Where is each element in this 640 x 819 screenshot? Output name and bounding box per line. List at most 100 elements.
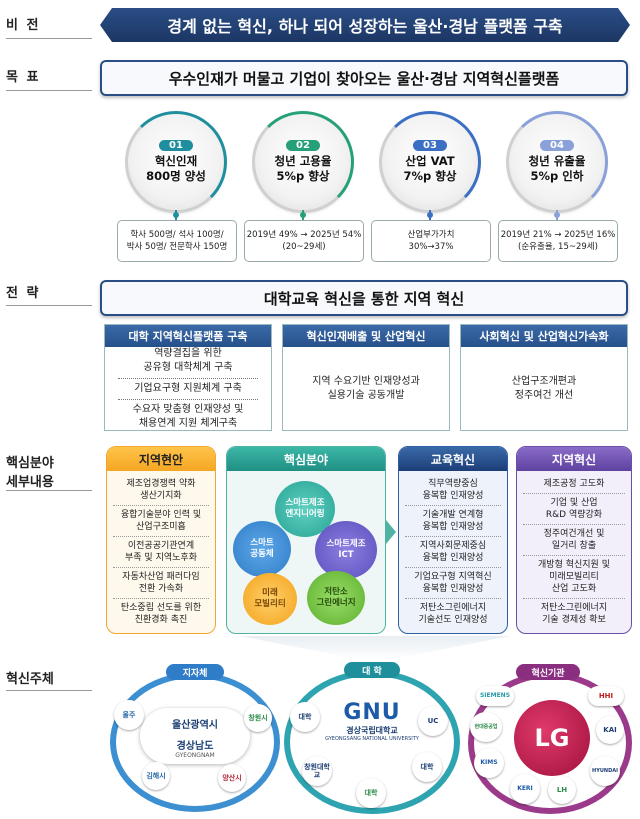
- logo-university-uc: UC: [418, 706, 448, 736]
- divider: [118, 399, 258, 400]
- goal-ring: [379, 111, 481, 213]
- goal-ring: [125, 111, 227, 213]
- logo-university-5: 대학: [356, 778, 386, 808]
- goal-detail-line: 2019년 49% → 2025년 54%: [246, 230, 362, 240]
- field-core-title: 핵심분야: [227, 447, 385, 471]
- strategy-item: 기업요구형 지원체계 구축: [134, 383, 242, 394]
- goal-detail-box: 산업부가가치 30%→37%: [371, 220, 491, 262]
- actor-local-gov-label: 지자체: [166, 664, 224, 680]
- field-regional-innovation-title: 지역혁신: [517, 447, 631, 471]
- row-label-vision: 비 전: [6, 18, 41, 33]
- divider: [6, 305, 92, 306]
- field-regional-status-title: 지역현안: [107, 447, 215, 471]
- row-label-core-field: 핵심분야 세부내용: [6, 456, 54, 490]
- row-label-actors: 혁신주체: [6, 672, 54, 687]
- logo-hyundai: HYUNDAI: [590, 756, 620, 786]
- goal-detail-line: 산업부가가치: [407, 230, 455, 240]
- logo-yangsan: 양산시: [218, 764, 246, 792]
- actor-university-label: 대 학: [344, 662, 400, 678]
- goal-detail-line: 2019년 21% → 2025년 16%: [500, 230, 616, 240]
- logo-siemens: SIEMENS: [476, 686, 514, 706]
- logo-kai: KAI: [596, 716, 624, 744]
- divider: [6, 690, 92, 691]
- divider: [6, 90, 92, 91]
- goal-ring: [252, 111, 354, 213]
- lg-logo: LG: [514, 700, 590, 776]
- goal-detail-box: 2019년 21% → 2025년 16% (순유출율, 15~29세): [498, 220, 618, 262]
- logo-lh: LH: [548, 776, 576, 804]
- goal-detail-line: 박사 50명/ 전문학사 150명: [126, 242, 228, 252]
- goal-banner: 우수인재가 머물고 기업이 찾아오는 울산·경남 지역혁신플랫폼: [100, 60, 628, 96]
- strategy-title: 사회혁신 및 산업혁신가속화: [461, 325, 627, 347]
- goal-detail-box: 2019년 49% → 2025년 54% (20~29세): [244, 220, 364, 262]
- goal-dot: [173, 212, 179, 218]
- logo-ulju: 울주: [114, 700, 144, 730]
- strategy-title: 대학 지역혁신플랫폼 구축: [105, 325, 271, 347]
- logo-university-4: 대학: [412, 752, 442, 782]
- goal-dot: [427, 212, 433, 218]
- university-center-logo: GNU 경상국립대학교 GYEONGSANG NATIONAL UNIVERSI…: [325, 700, 419, 742]
- goal-dot: [554, 212, 560, 218]
- goal-detail-line: (20~29세): [282, 242, 326, 252]
- goal-dot: [300, 212, 306, 218]
- strategy-title: 혁신인재배출 및 산업혁신: [283, 325, 449, 347]
- logo-kims: KIMS: [474, 748, 504, 778]
- row-label-goal: 목 표: [6, 70, 41, 85]
- goal-detail-line: 30%→37%: [408, 242, 454, 252]
- funnel-shape: [240, 636, 510, 660]
- strategy-banner: 대학교육 혁신을 통한 지역 혁신: [100, 280, 628, 316]
- logo-changwon-univ: 창원대학교: [302, 756, 332, 786]
- actor-institutes-label: 혁신기관: [516, 664, 580, 680]
- logo-hhi: HHI: [588, 686, 624, 706]
- field-item: 제조공정 고도화: [523, 475, 625, 494]
- logo-keri: KERI: [510, 774, 540, 804]
- row-label-strategy: 전 략: [6, 286, 41, 301]
- vision-banner: 경계 없는 혁신, 하나 되어 성장하는 울산·경남 플랫폼 구축: [100, 8, 630, 42]
- logo-changwon: 창원시: [244, 704, 272, 732]
- divider: [118, 378, 258, 379]
- goal-detail-line: (순유출율, 15~29세): [518, 242, 598, 252]
- logo-hyundai-heavy: 현대중공업: [470, 712, 502, 742]
- local-gov-center-logo: 울산광역시 경상남도 GYEONGNAM: [140, 708, 250, 764]
- divider: [6, 490, 92, 491]
- logo-gimhae: 김해시: [142, 762, 170, 790]
